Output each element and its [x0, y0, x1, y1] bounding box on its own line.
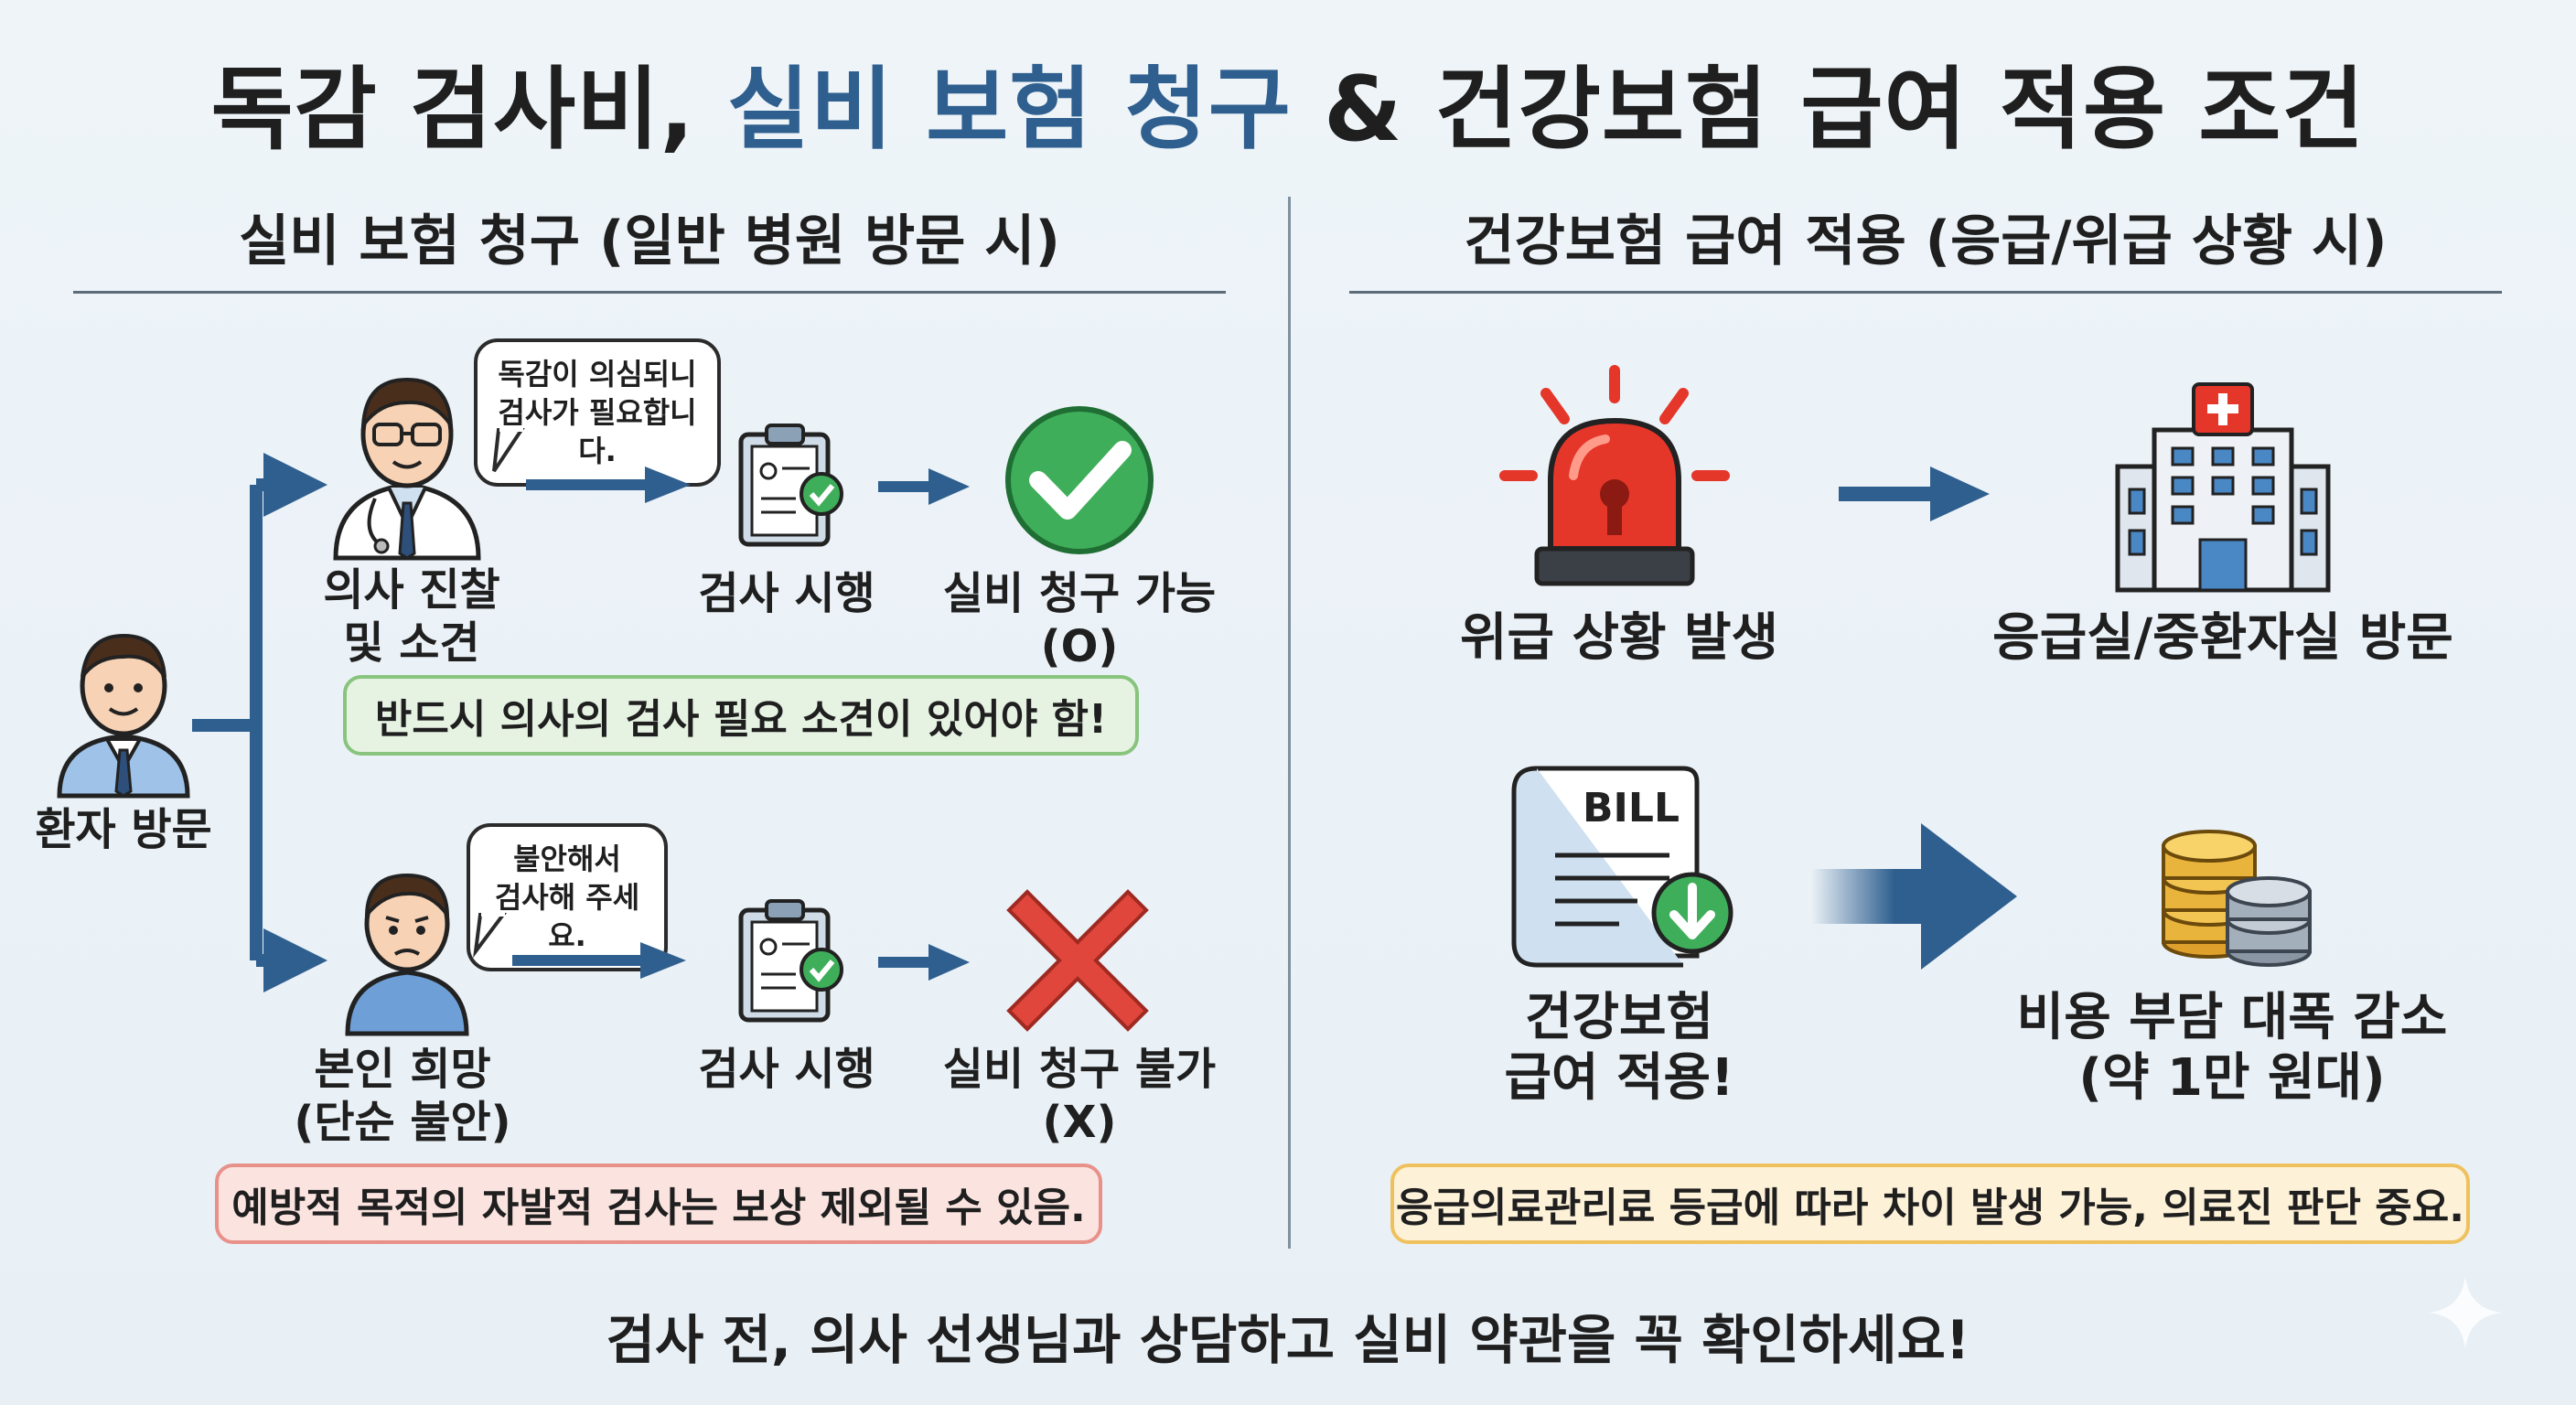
siren-icon [1499, 365, 1730, 598]
emergency-label: 위급 상황 발생 [1459, 608, 1779, 668]
self-bubble-line2: 검사해 주세요. [494, 880, 640, 953]
clipboard-check-icon [732, 896, 851, 1028]
arrow-icon [878, 944, 970, 981]
title-highlight: 실비 보험 청구 [726, 58, 1292, 162]
page-title: 독감 검사비, 실비 보험 청구 & 건강보험 급여 적용 조건 [0, 37, 2576, 166]
worried-person-icon [338, 864, 476, 1037]
arrow-icon [526, 467, 691, 503]
bill-text: BILL [1583, 785, 1680, 831]
title-part1: 독감 검사비, [210, 58, 727, 162]
hospital-icon [2113, 375, 2333, 598]
arrow-icon [512, 942, 686, 979]
left-section-heading: 실비 보험 청구 (일반 병원 방문 시) [239, 209, 1060, 273]
doctor-label-line1: 의사 진찰 [323, 564, 500, 616]
left-heading-rule [73, 291, 1226, 294]
cost-label-line2: (약 1만 원대) [2078, 1048, 2386, 1108]
bill-icon: BILL [1509, 759, 1738, 973]
doctor-bubble-line2: 검사가 필요합니다. [498, 395, 697, 468]
right-section-heading: 건강보험 급여 적용 (응급/위급 상황 시) [1464, 209, 2388, 273]
doctor-bubble-tail [492, 426, 525, 473]
top-note: 반드시 의사의 검사 필요 소견이 있어야 함! [343, 675, 1139, 756]
bottom-result-label: 실비 청구 불가 (X) [942, 1044, 1217, 1148]
top-result-label: 실비 청구 가능 (O) [942, 568, 1217, 672]
right-heading-rule [1349, 291, 2502, 294]
cost-label-line1: 비용 부담 대폭 감소 [2016, 988, 2448, 1047]
clipboard-check-icon [732, 421, 851, 552]
coins-icon [2154, 805, 2319, 973]
self-bubble-line1: 불안해서 [513, 842, 621, 876]
doctor-bubble-line1: 독감이 의심되니 [498, 357, 697, 391]
doctor-label-line2: 및 소견 [343, 617, 480, 669]
self-label: 본인 희망 (단순 불안) [284, 1043, 521, 1149]
arrow-icon [1839, 467, 1990, 521]
self-label-line1: 본인 희망 [314, 1044, 491, 1095]
top-test-label: 검사 시행 [698, 568, 875, 619]
green-check-icon [1002, 402, 1157, 562]
self-speech-bubble: 불안해서 검사해 주세요. [467, 823, 668, 971]
hospital-label: 응급실/중환자실 방문 [1992, 608, 2453, 668]
patient-icon [50, 622, 197, 799]
red-x-icon [1004, 887, 1151, 1037]
right-note: 응급의료관리료 등급에 따라 차이 발생 가능, 의료진 판단 중요. [1390, 1164, 2470, 1244]
insurance-label-line1: 건강보험 [1524, 988, 1714, 1047]
patient-label: 환자 방문 [35, 804, 212, 855]
title-part3: & 건강보험 급여 적용 조건 [1291, 58, 2366, 162]
doctor-label: 의사 진찰 및 소견 [302, 563, 521, 670]
sparkle-icon [2429, 1276, 2502, 1349]
cost-label: 비용 부담 대폭 감소 (약 1만 원대) [1967, 988, 2497, 1109]
bottom-test-label: 검사 시행 [698, 1044, 875, 1095]
insurance-label: 건강보험 급여 적용! [1427, 988, 1811, 1109]
insurance-label-line2: 급여 적용! [1504, 1048, 1734, 1108]
arrow-icon [878, 468, 970, 505]
footer-message: 검사 전, 의사 선생님과 상담하고 실비 약관을 꼭 확인하세요! [606, 1309, 1970, 1371]
section-divider [1288, 197, 1291, 1249]
self-bubble-tail [473, 911, 507, 959]
bottom-note: 예방적 목적의 자발적 검사는 보상 제외될 수 있음. [215, 1164, 1102, 1244]
arrow-icon [1811, 823, 2017, 970]
doctor-icon [325, 366, 489, 562]
self-label-line2: (단순 불안) [294, 1097, 511, 1148]
